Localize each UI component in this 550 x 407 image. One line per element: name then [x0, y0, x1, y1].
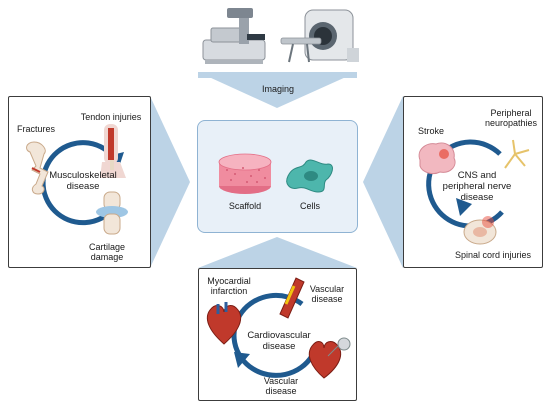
cardiovascular-cycle-label-1: Cardiovascular	[247, 330, 311, 341]
scaffold-label: Scaffold	[228, 201, 262, 211]
stroke-label: Stroke	[417, 126, 444, 136]
cells-icon	[286, 159, 333, 193]
tendon-leg-icon	[100, 124, 126, 178]
infarction-label: infarction	[210, 286, 248, 296]
myocardial-label: Myocardial	[207, 276, 251, 286]
vascular-disease-top-label-1: Vascular	[309, 284, 345, 294]
knee-cartilage-icon	[96, 191, 128, 235]
cartilage-label: Cartilage	[88, 242, 126, 252]
imaging-equipment-icon	[202, 8, 359, 64]
vascular-disease-bottom-label-1: Vascular	[263, 376, 299, 386]
right-arrow	[363, 96, 403, 268]
spinal-cord-injuries-label: Spinal cord injuries	[454, 250, 532, 260]
bone-fracture-icon	[26, 141, 49, 195]
cns-cycle-label-3: disease	[460, 192, 494, 203]
spinal-cord-icon	[463, 216, 497, 245]
left-panel	[8, 96, 151, 268]
top-arrow	[198, 72, 357, 108]
peripheral-label: Peripheral	[490, 108, 532, 118]
musculoskeletal-cycle-label-1: Musculoskeletal	[49, 170, 117, 181]
bottom-arrow	[198, 237, 357, 268]
cardiovascular-cycle-arrow	[231, 292, 315, 378]
peripheral-nerve-icon	[504, 139, 530, 169]
vessel-icon	[279, 277, 305, 319]
cardiovascular-cycle-label-2: disease	[262, 341, 296, 352]
left-arrow	[150, 96, 190, 268]
brain-stroke-icon	[418, 142, 456, 175]
heart-infarction-icon	[206, 302, 242, 345]
cns-cycle-label-1: CNS and	[457, 170, 497, 181]
imaging-label: Imaging	[261, 84, 295, 94]
neuropathies-label: neuropathies	[484, 118, 538, 128]
fractures-label: Fractures	[16, 124, 55, 134]
top-arrow-band	[198, 72, 357, 78]
cells-label: Cells	[299, 201, 320, 211]
vascular-disease-top-label-2: disease	[311, 294, 343, 304]
damage-label: damage	[90, 252, 124, 262]
musculoskeletal-cycle-label-2: disease	[66, 181, 100, 192]
heart-pacemaker-icon	[308, 337, 351, 379]
cns-cycle-label-2: peripheral nerve	[442, 181, 512, 192]
scaffold-icon	[218, 153, 272, 194]
tendon-injuries-label: Tendon injuries	[80, 112, 142, 122]
vascular-disease-bottom-label-2: disease	[265, 386, 297, 396]
